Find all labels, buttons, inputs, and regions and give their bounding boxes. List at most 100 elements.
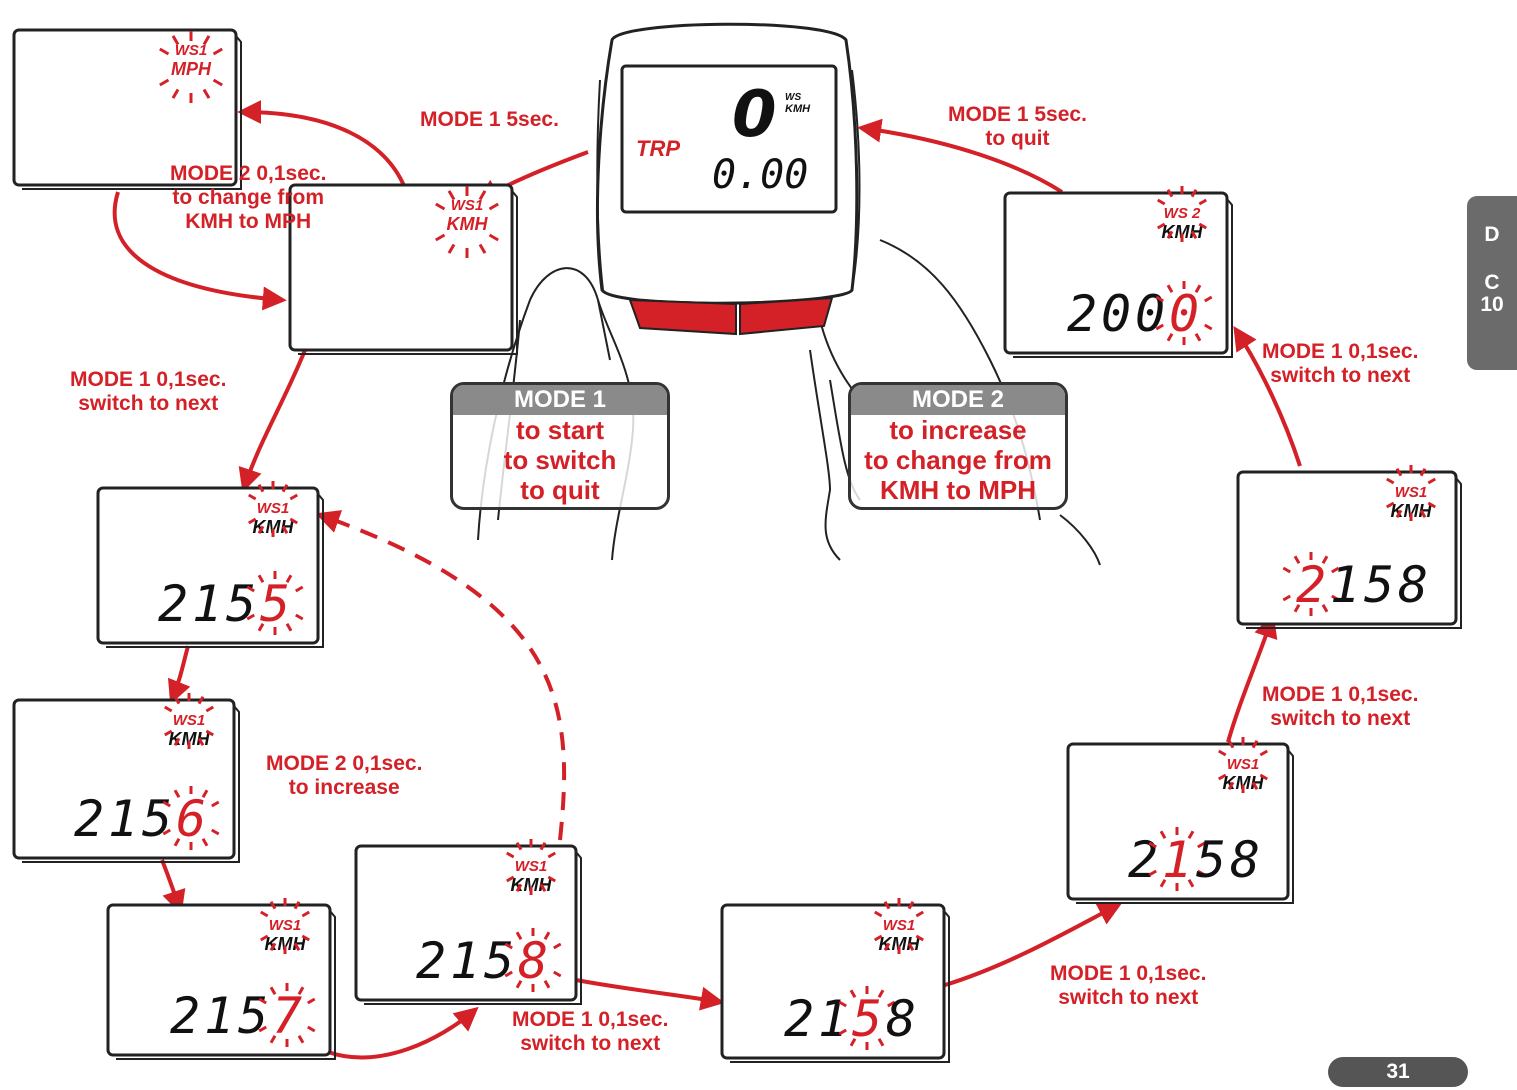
blink-ray <box>197 696 205 705</box>
lcd-ws-label: WS1 <box>257 500 290 517</box>
blink-ray <box>307 997 316 1005</box>
blink-ray <box>488 233 499 242</box>
lcd-digit: 1 <box>818 990 848 1048</box>
lcd-digit: 1 <box>450 932 480 990</box>
blink-ray <box>297 1035 305 1044</box>
lcd-unit-label: KMH <box>265 934 307 954</box>
blink-ray <box>504 970 513 978</box>
blink-ray <box>1218 773 1227 781</box>
blink-ray <box>1157 198 1166 206</box>
trip-label: TRP <box>636 136 680 161</box>
blink-ray <box>1204 323 1213 331</box>
blink-ray <box>877 989 885 998</box>
lcd-ws-label: WS1 <box>451 197 484 214</box>
blink-ray <box>269 942 277 951</box>
blink-ray <box>164 729 173 737</box>
blink-ray <box>202 88 211 99</box>
blink-ray <box>248 493 257 501</box>
lcd-digit: 5 <box>852 990 882 1048</box>
blink-ray <box>447 243 456 254</box>
lcd-unit-label: MPH <box>171 59 212 79</box>
mode1-button[interactable] <box>628 298 737 336</box>
blink-ray <box>1427 477 1436 485</box>
lcd-edge <box>730 910 950 1063</box>
blink-ray <box>269 986 277 995</box>
lcd-digit: 0 <box>1101 285 1131 343</box>
blink-ray <box>1155 323 1164 331</box>
mode2-line: KMH to MPH <box>880 475 1036 505</box>
annotation-line: MODE 1 0,1sec. <box>1050 962 1207 985</box>
blink-ray <box>838 1028 847 1036</box>
lcd-digit: 8 <box>886 990 916 1048</box>
annotation-mode1-next-left: MODE 1 0,1sec. switch to next <box>70 368 226 416</box>
bike-computer: TRP 0 WS KMH 0.00 <box>595 22 861 336</box>
lcd-ws-label: WS1 <box>269 917 302 934</box>
mode1-line: to quit <box>520 475 600 505</box>
mode2-title: MODE 2 <box>851 385 1065 415</box>
lcd-ws-label: WS1 <box>883 917 916 934</box>
blink-ray <box>212 78 223 87</box>
blink-ray <box>281 484 289 493</box>
lcd-unit-label: KMH <box>169 729 211 749</box>
lcd-digit: 2 <box>416 932 446 990</box>
blink-ray <box>887 1000 896 1008</box>
section-tab: D C 10 <box>1467 196 1517 370</box>
blink-ray <box>201 789 209 798</box>
blink-ray <box>874 910 883 918</box>
blink-ray <box>1197 869 1206 877</box>
blink-ray <box>281 525 289 534</box>
blink-ray <box>173 737 181 746</box>
blink-ray <box>201 838 209 847</box>
tab-letter: C <box>1484 271 1500 294</box>
blink-ray <box>915 910 924 918</box>
blink-ray <box>164 705 173 713</box>
mode2-button[interactable] <box>739 296 834 336</box>
blink-ray <box>838 1000 847 1008</box>
lcd-ws-label: WS1 <box>173 712 206 729</box>
blink-ray <box>162 828 171 836</box>
tab-number: 10 <box>1480 293 1504 316</box>
mode1-line: to switch <box>503 445 617 475</box>
blink-ray <box>257 574 265 583</box>
blink-ray <box>211 828 220 836</box>
blink-ray <box>269 901 277 910</box>
blink-ray <box>246 613 255 621</box>
blink-ray <box>1386 501 1395 509</box>
blink-ray <box>1187 830 1195 839</box>
lcd-unit-label: KMH <box>1162 222 1204 242</box>
lcd-ws-label: WS1 <box>175 42 208 59</box>
blink-ray <box>1419 509 1427 518</box>
blink-ray <box>553 942 562 950</box>
blink-ray <box>478 243 487 254</box>
blink-ray <box>515 883 523 892</box>
blink-ray <box>915 934 924 942</box>
lcd-digit: 5 <box>226 575 256 633</box>
blink-ray <box>883 901 891 910</box>
lcd-digit: 2 <box>1128 831 1158 889</box>
mode2-line: to increase <box>889 415 1027 445</box>
blink-ray <box>849 989 857 998</box>
lcd-digit: 2 <box>784 990 814 1048</box>
lcd-ws-label: WS1 <box>515 858 548 875</box>
blink-ray <box>173 838 181 847</box>
blink-ray <box>506 875 515 883</box>
blink-ray <box>543 931 551 940</box>
blink-ray <box>1194 284 1202 293</box>
lcd-ws-label: WS1 <box>1227 756 1260 773</box>
lcd-ws-label: WS1 <box>1395 484 1428 501</box>
blink-ray <box>504 942 513 950</box>
blink-ray <box>515 931 523 940</box>
blink-ray <box>307 1025 316 1033</box>
mode1-title: MODE 1 <box>453 385 667 415</box>
dashed-return-arrow <box>315 510 567 841</box>
blink-ray <box>1155 295 1164 303</box>
lcd-digit: 5 <box>1196 831 1226 889</box>
blink-ray <box>248 517 257 525</box>
blink-ray <box>1395 509 1403 518</box>
